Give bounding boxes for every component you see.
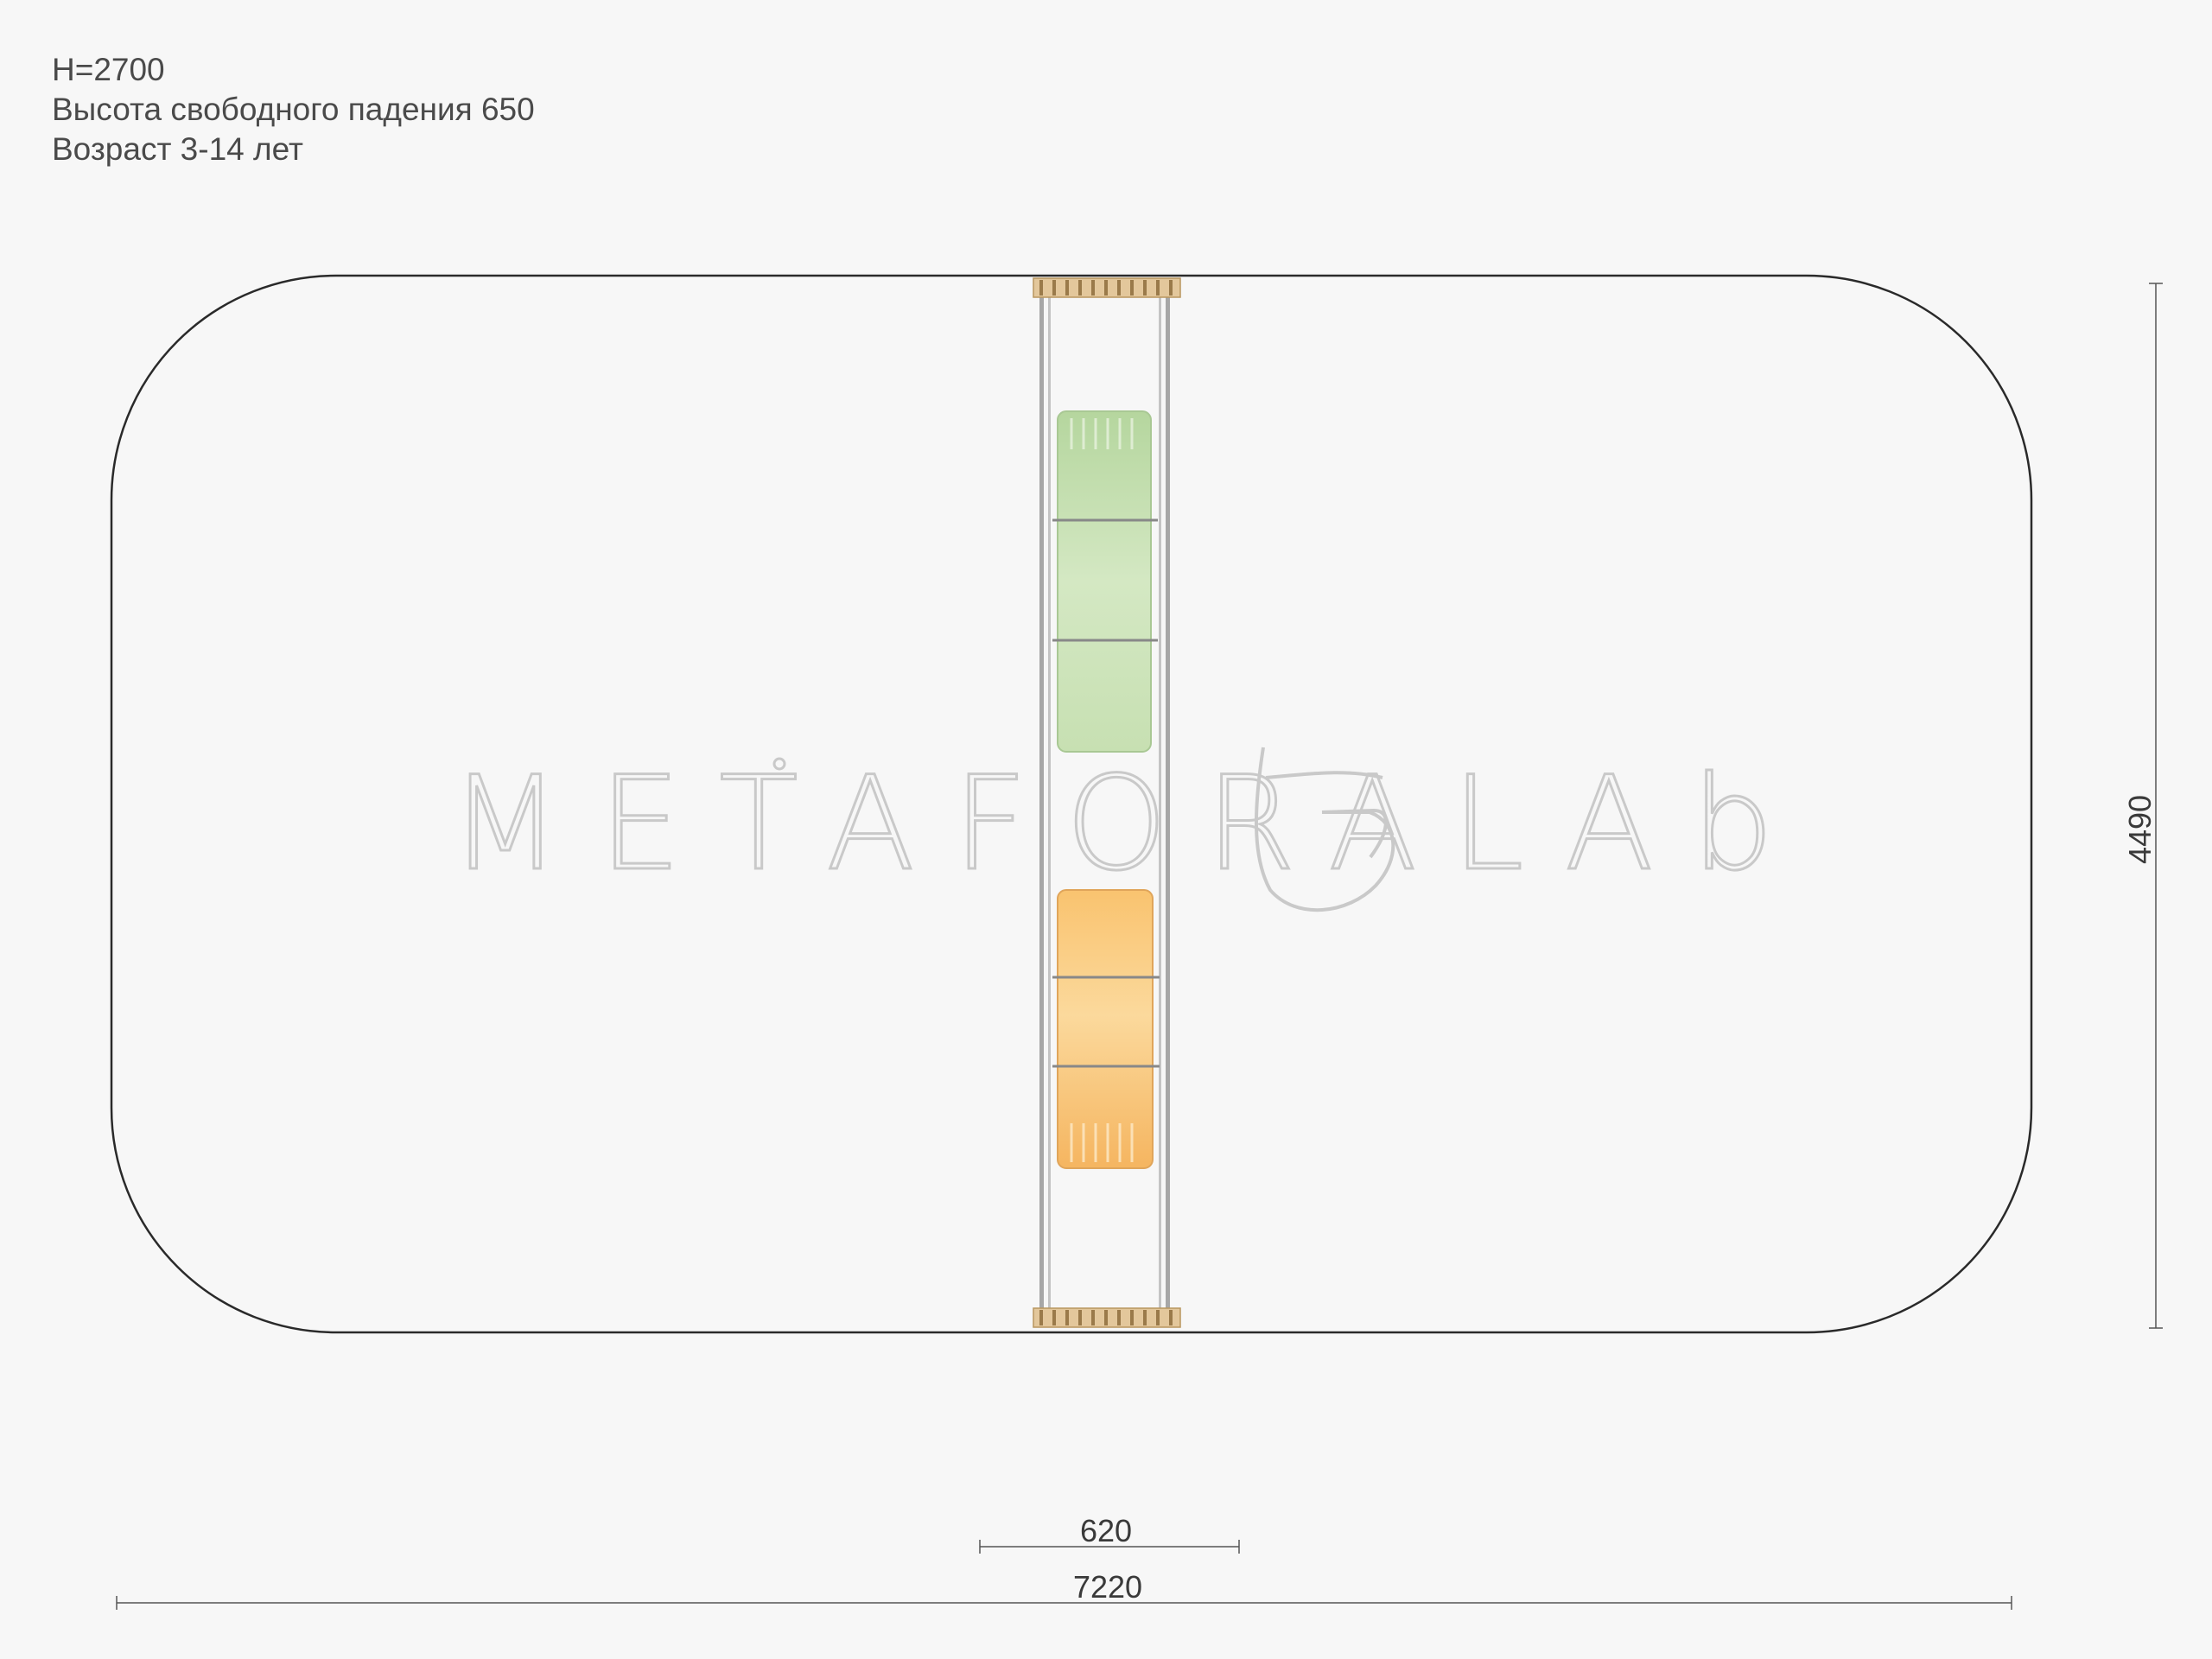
spec-fall-height: Высота свободного падения 650 (52, 92, 535, 127)
orange-panel (1052, 889, 1160, 1169)
left-rail-outer (1039, 296, 1044, 1312)
dimension-total-depth: 4490 (2122, 283, 2163, 1329)
play-equipment (1033, 277, 1181, 1328)
top-wooden-platform (1033, 277, 1181, 298)
watermark-logo-mark (1255, 747, 1395, 912)
watermark-dot (772, 757, 786, 771)
watermark-text-right: LAb (1452, 749, 1812, 899)
green-panel (1052, 410, 1158, 753)
dimension-total-width: 7220 (116, 1569, 2012, 1610)
bottom-wooden-platform (1033, 1307, 1181, 1328)
dimension-total-width-label: 7220 (1073, 1569, 1142, 1605)
watermark: METAFORA LAb (448, 747, 1812, 912)
left-rail-inner (1048, 296, 1051, 1312)
dimension-unit-width-label: 620 (1080, 1513, 1132, 1548)
right-rail-outer (1166, 296, 1170, 1312)
spec-height: H=2700 (52, 52, 165, 87)
dimension-total-depth-label: 4490 (2122, 795, 2158, 864)
dimension-unit-width: 620 (979, 1513, 1240, 1554)
watermark-text-left: METAFORA (449, 749, 1455, 899)
right-rail-inner (1159, 296, 1161, 1312)
spec-block: H=2700 Высота свободного падения 650 Воз… (52, 50, 535, 169)
safety-zone-outline (110, 274, 2033, 1334)
spec-age: Возраст 3-14 лет (52, 131, 303, 167)
